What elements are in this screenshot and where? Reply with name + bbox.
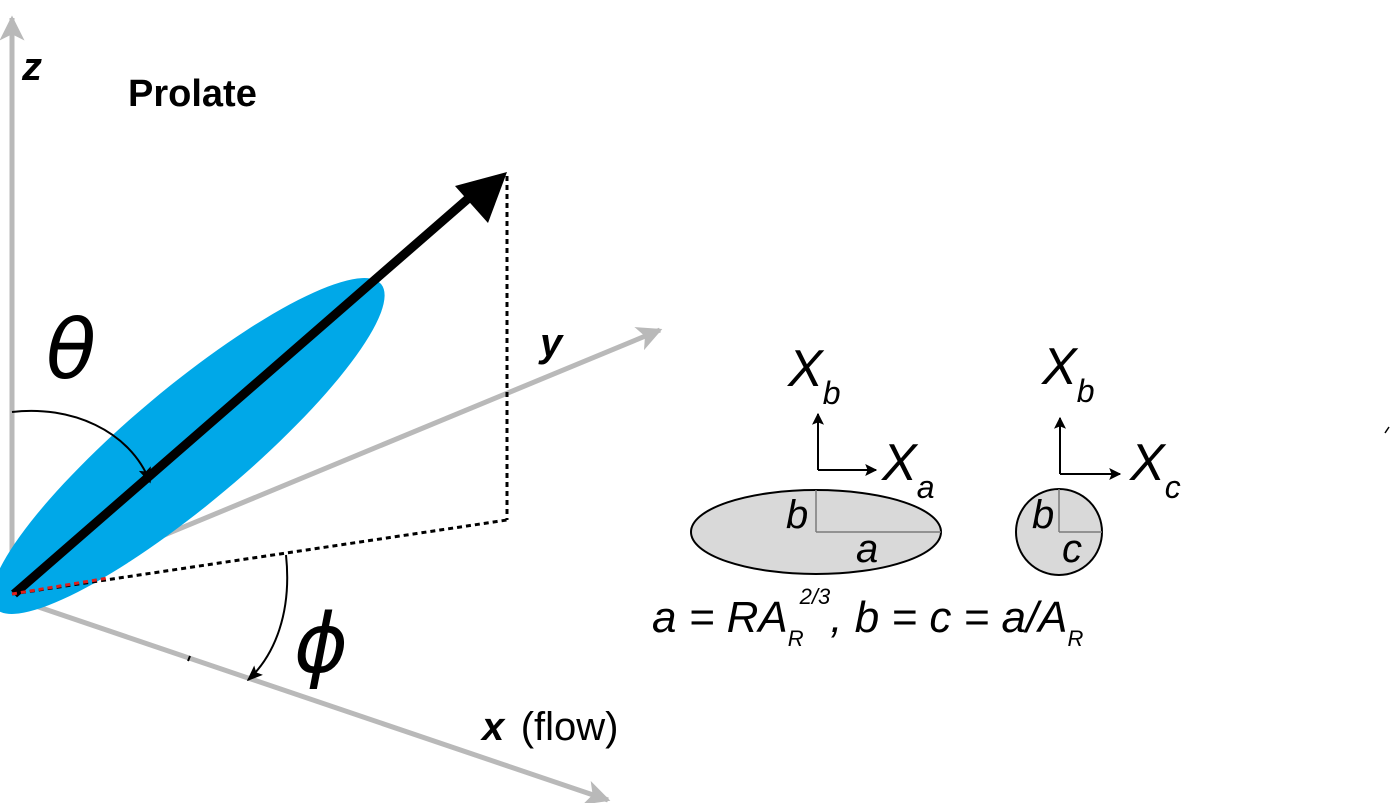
stray-mark — [1384, 426, 1390, 434]
x-axis-tick — [187, 655, 191, 662]
minor-frame-horizontal-label: Xc — [1129, 434, 1181, 505]
x-axis — [11, 595, 611, 803]
orientation-vector — [11, 186, 481, 598]
major-cross-section: Xb Xa b a — [690, 340, 942, 575]
phi-label: ϕ — [294, 597, 348, 692]
major-semi-axis-a-label: a — [856, 527, 878, 571]
major-frame-horizontal-label: Xa — [881, 434, 934, 505]
y-axis-label: y — [538, 321, 564, 365]
theta-arc — [11, 409, 151, 484]
orientation-vector-head — [455, 172, 507, 223]
semi-axes-equation: a = RAR2/3, b = c = a/AR — [652, 584, 1084, 651]
minor-semi-axis-c-label: c — [1062, 527, 1082, 571]
minor-frame-vertical-label: Xb — [1041, 338, 1094, 409]
theta-label: θ — [46, 303, 96, 398]
x-axis-label: x (flow) — [480, 705, 618, 749]
projection-segment-in-spheroid — [11, 576, 109, 596]
major-frame-vertical-label: Xb — [787, 340, 840, 411]
major-semi-axis-b-label: b — [786, 493, 808, 537]
diagram-title: Prolate — [128, 73, 257, 115]
z-axis-label: z — [21, 45, 42, 89]
phi-arc — [246, 554, 289, 682]
minor-semi-axis-b-label: b — [1032, 493, 1054, 537]
minor-cross-section: Xb Xc b c — [1015, 338, 1181, 576]
